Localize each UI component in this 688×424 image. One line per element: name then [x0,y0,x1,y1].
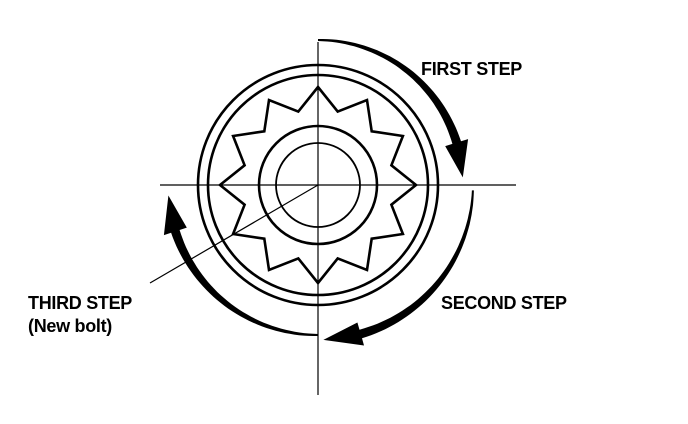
washer-outer-ring [196,63,440,307]
third-step-note: (New bolt) [28,316,112,336]
bolt-head-icon [196,63,440,307]
first-step-label: FIRST STEP [421,59,523,79]
bolt-shank-outer [257,124,379,246]
twelve-point-spline [217,84,419,286]
washer-inner-ring [206,73,430,297]
third-step-label: THIRD STEP [28,293,133,313]
third-step-leader-line [149,184,319,284]
third-step-arrow-icon [163,195,318,336]
bolt-shank-inner [275,142,361,228]
second-step-label: SECOND STEP [441,293,567,313]
second-step-arrow-icon [323,190,474,346]
first-step-arrow-icon [318,39,469,178]
